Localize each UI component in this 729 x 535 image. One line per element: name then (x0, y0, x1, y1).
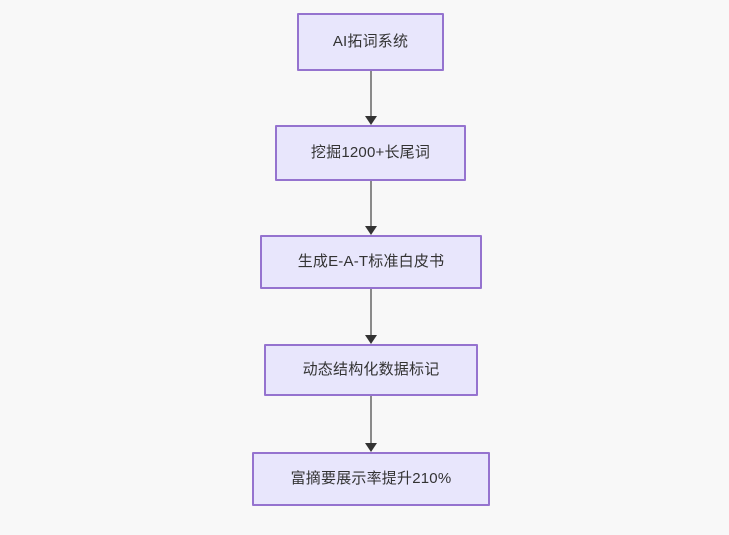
arrow-down-icon (365, 443, 377, 452)
arrow-down-icon (365, 226, 377, 235)
edge-line (370, 181, 372, 226)
flow-node-label: 生成E-A-T标准白皮书 (297, 253, 445, 270)
edge-line (370, 289, 372, 335)
arrow-down-icon (365, 335, 377, 344)
arrow-down-icon (365, 116, 377, 125)
flow-node-label: 挖掘1200+长尾词 (310, 144, 431, 161)
flow-node-label: 富摘要展示率提升210% (290, 470, 452, 487)
edge-line (370, 396, 372, 443)
flow-node-dynamic-structured-data-markup[interactable]: 动态结构化数据标记 (264, 344, 478, 396)
flow-node-mine-longtail-keywords[interactable]: 挖掘1200+长尾词 (275, 125, 466, 181)
flow-edge-n4-n5 (365, 396, 377, 452)
flow-edge-n2-n3 (365, 181, 377, 235)
edge-line (370, 71, 372, 116)
flow-node-rich-snippet-impression-uplift[interactable]: 富摘要展示率提升210% (252, 452, 490, 506)
flow-edge-n1-n2 (365, 71, 377, 125)
flow-node-label: 动态结构化数据标记 (302, 361, 440, 378)
flow-node-generate-eat-whitepaper[interactable]: 生成E-A-T标准白皮书 (260, 235, 482, 289)
flow-node-ai-keyword-system[interactable]: AI拓词系统 (297, 13, 444, 71)
flow-edge-n3-n4 (365, 289, 377, 344)
flow-node-label: AI拓词系统 (332, 33, 409, 50)
